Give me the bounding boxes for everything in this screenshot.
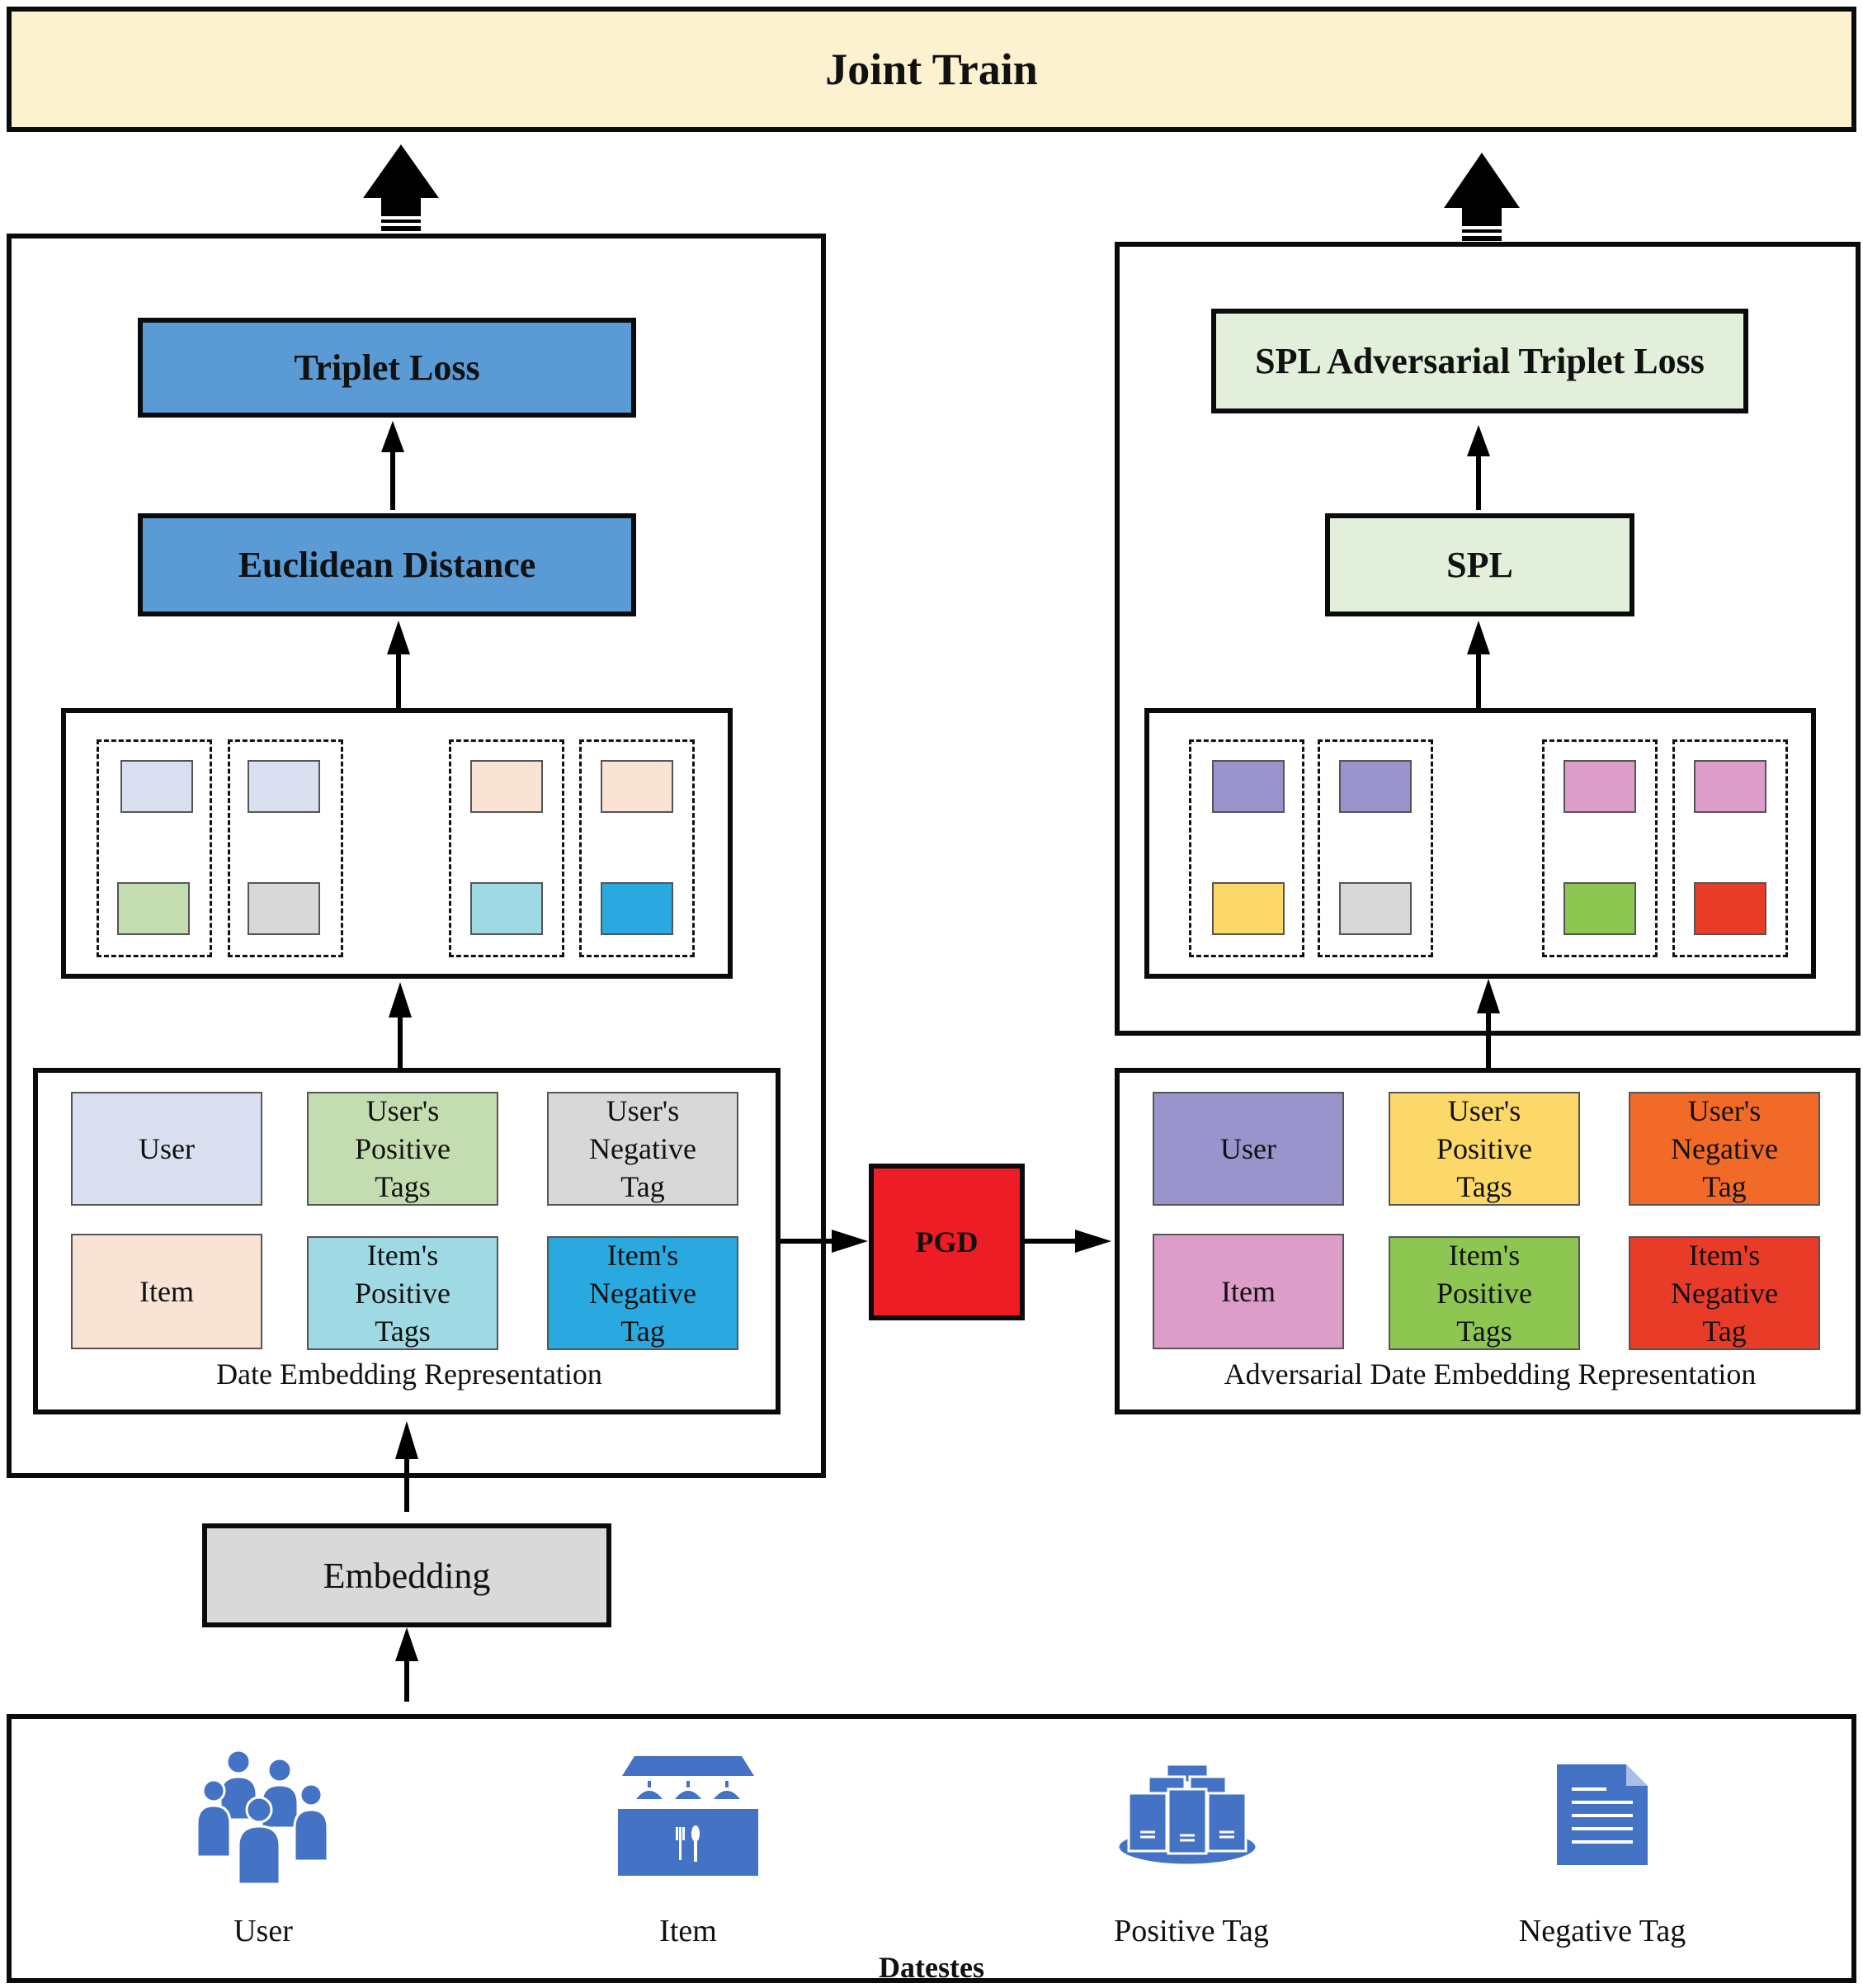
users-group-icon: [197, 1749, 329, 1886]
left-triplet-column: [97, 739, 212, 957]
spl-adversarial-triplet-loss-box: SPL Adversarial Triplet Loss: [1211, 309, 1748, 413]
item-positive-tag-square: [470, 882, 543, 935]
adv-cell-user-positive-tags: User's Positive Tags: [1389, 1092, 1580, 1206]
right-up-arrow: [1444, 153, 1520, 241]
left-up-arrow: [363, 144, 439, 231]
right-embedding-caption: Adversarial Date Embedding Representatio…: [1224, 1358, 1757, 1391]
user-positive-tag-square: [117, 882, 190, 935]
adv-cell-user: User: [1153, 1092, 1344, 1206]
left-embedding-representation: User User's Positive Tags User's Negativ…: [33, 1068, 781, 1414]
adv-item-embedding-square: [1694, 760, 1766, 813]
right-triplet-column: [1672, 739, 1788, 957]
right-triplet-column: [1542, 739, 1658, 957]
adv-user-embedding-square: [1339, 760, 1412, 813]
cell-item-positive-tags: Item's Positive Tags: [307, 1236, 498, 1350]
joint-train-box: Joint Train: [7, 7, 1856, 132]
adv-item-negative-tag-square: [1694, 882, 1766, 935]
left-embedding-caption: Date Embedding Representation: [216, 1358, 602, 1391]
right-triplet-column: [1318, 739, 1433, 957]
cell-user-negative-tag: User's Negative Tag: [547, 1092, 738, 1206]
datasets-panel: User Item: [7, 1714, 1856, 1984]
adv-cell-item-negative-tag: Item's Negative Tag: [1629, 1236, 1820, 1350]
server-stack-icon: [1117, 1764, 1257, 1867]
adv-user-positive-tag-square: [1212, 882, 1285, 935]
adv-cell-item: Item: [1153, 1234, 1344, 1349]
left-triplet-group: [61, 708, 733, 979]
user-embedding-square: [120, 760, 193, 813]
right-branch-frame: [1115, 242, 1861, 1036]
spl-adversarial-triplet-loss-label: SPL Adversarial Triplet Loss: [1255, 341, 1705, 381]
cell-item-negative-tag: Item's Negative Tag: [547, 1236, 738, 1350]
user-embedding-square: [248, 760, 320, 813]
adv-cell-user-negative-tag: User's Negative Tag: [1629, 1092, 1820, 1206]
adv-item-embedding-square: [1564, 760, 1636, 813]
euclidean-distance-label: Euclidean Distance: [238, 545, 536, 585]
pgd-label: PGD: [915, 1225, 979, 1258]
triplet-loss-box: Triplet Loss: [138, 318, 636, 418]
adv-cell-item-positive-tags: Item's Positive Tags: [1389, 1236, 1580, 1350]
item-embedding-square: [470, 760, 543, 813]
adv-user-embedding-square: [1212, 760, 1285, 813]
joint-train-label: Joint Train: [825, 45, 1038, 94]
item-negative-tag-square: [601, 882, 673, 935]
left-triplet-column: [449, 739, 564, 957]
dataset-user-label: User: [233, 1914, 293, 1948]
dataset-positive-tag-label: Positive Tag: [1114, 1914, 1269, 1948]
item-embedding-square: [601, 760, 673, 813]
dataset-negative-tag-label: Negative Tag: [1518, 1914, 1686, 1948]
user-negative-tag-square: [248, 882, 320, 935]
restaurant-item-icon: [618, 1756, 758, 1876]
left-branch-frame: [7, 234, 826, 1478]
spl-box: SPL: [1325, 513, 1634, 616]
left-triplet-column: [228, 739, 343, 957]
dataset-item-label: Item: [659, 1914, 717, 1948]
right-triplet-group: [1144, 708, 1816, 979]
cell-user-positive-tags: User's Positive Tags: [307, 1092, 498, 1206]
document-icon: [1557, 1764, 1648, 1865]
datasets-caption: Datestes: [879, 1951, 984, 1984]
left-triplet-column: [579, 739, 695, 957]
right-embedding-representation: User User's Positive Tags User's Negativ…: [1115, 1068, 1861, 1414]
cell-item: Item: [71, 1234, 262, 1349]
pgd-box: PGD: [869, 1164, 1025, 1320]
embedding-box: Embedding: [202, 1523, 611, 1627]
adv-item-positive-tag-square: [1564, 882, 1636, 935]
adv-user-negative-tag-square: [1339, 882, 1412, 935]
right-triplet-column: [1189, 739, 1304, 957]
embedding-label: Embedding: [323, 1555, 491, 1596]
triplet-loss-label: Triplet Loss: [294, 347, 480, 388]
cell-user: User: [71, 1092, 262, 1206]
spl-label: SPL: [1446, 545, 1513, 585]
euclidean-distance-box: Euclidean Distance: [138, 513, 636, 616]
